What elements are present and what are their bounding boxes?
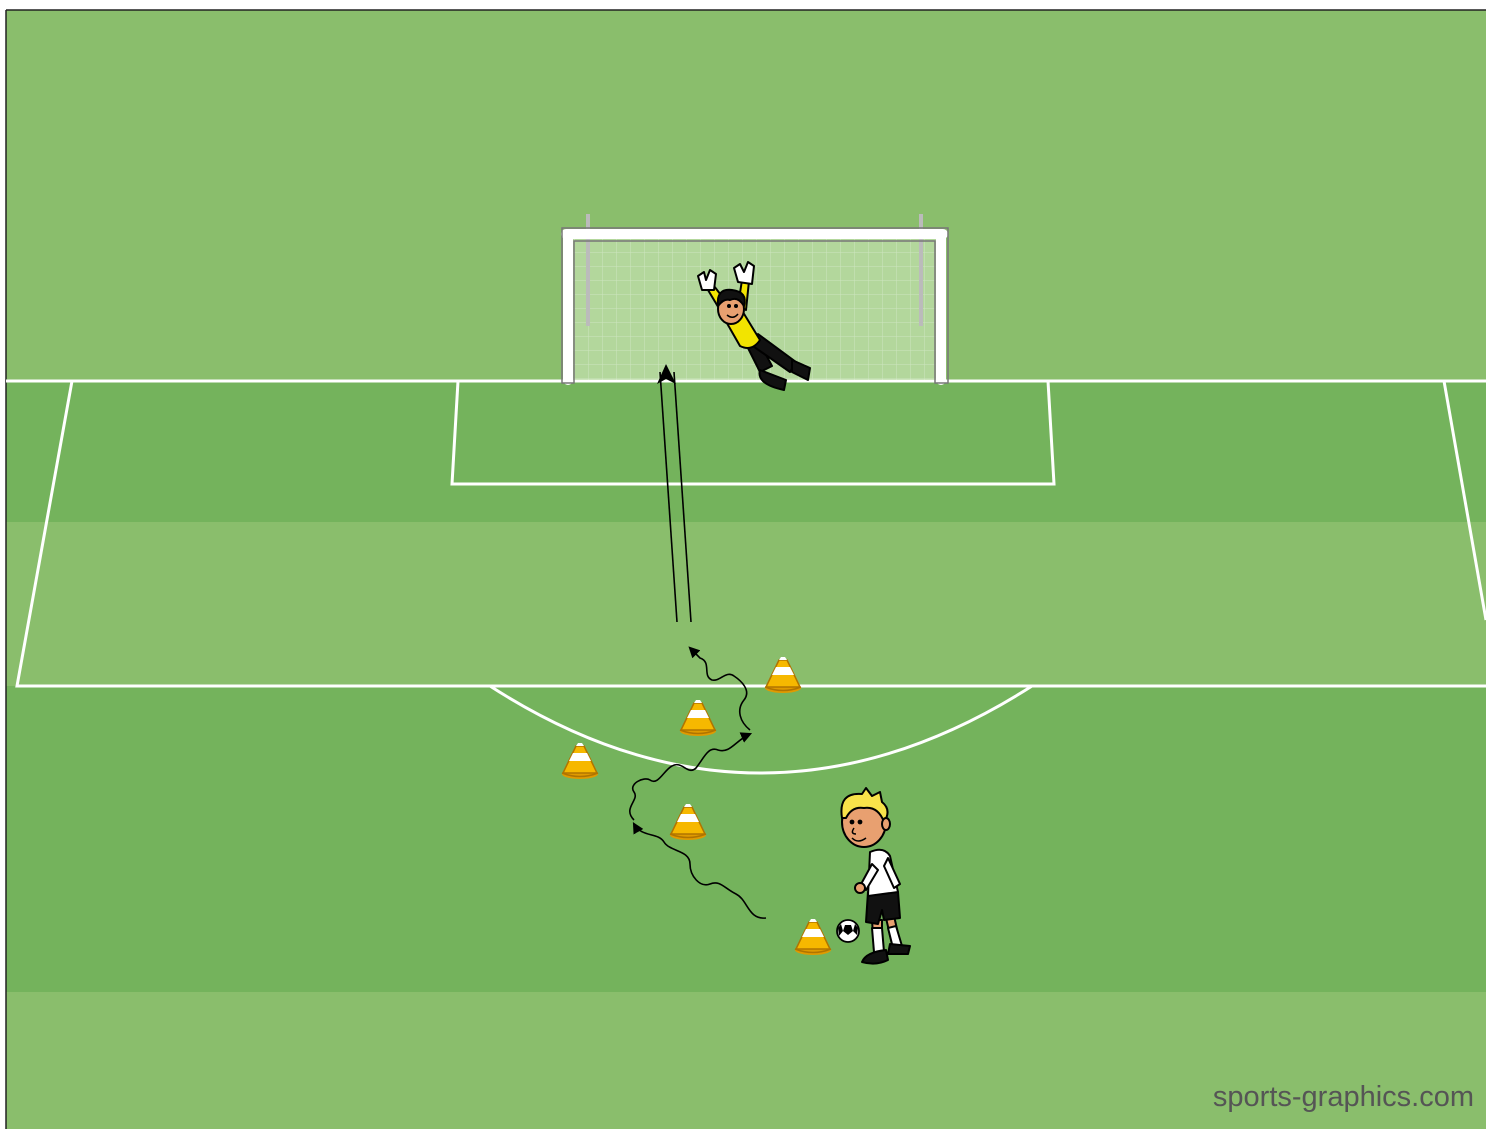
pitch	[6, 10, 1486, 1129]
grass-stripe	[6, 686, 1486, 992]
grass-stripe	[6, 522, 1486, 686]
player-sock	[872, 928, 884, 952]
credit-text: sports-graphics.com	[1213, 1081, 1474, 1113]
player-shorts	[866, 892, 900, 924]
goalkeeper-eye	[727, 304, 731, 308]
player-eye	[858, 820, 863, 825]
soccer-ball	[837, 920, 859, 942]
player-boot	[888, 944, 910, 954]
player-eye	[850, 820, 855, 825]
player-ear	[882, 818, 890, 830]
player-hand	[855, 883, 865, 893]
goalkeeper-eye	[734, 304, 738, 308]
grass-stripe	[6, 382, 1486, 522]
